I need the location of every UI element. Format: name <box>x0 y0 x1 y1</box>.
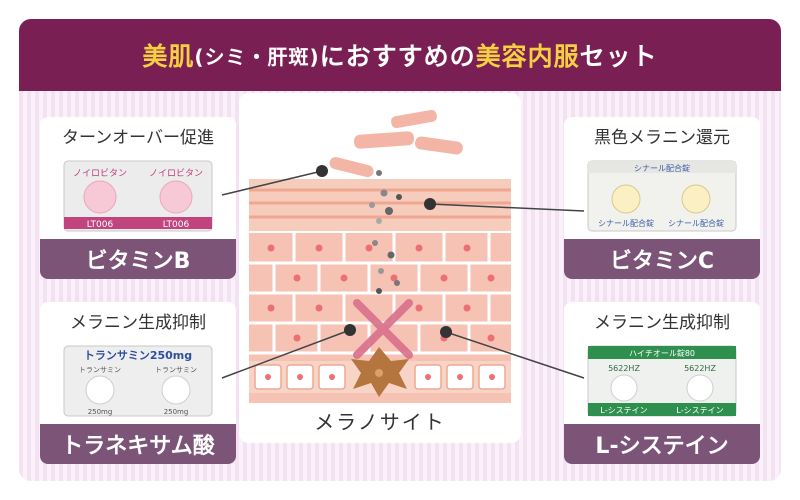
pill <box>611 184 641 214</box>
pill <box>681 184 711 214</box>
pack-brand-text: ノイロビタン <box>73 168 127 179</box>
pack-name-text: L-システイン <box>676 406 723 415</box>
pack-brand-text: シナール配合錠 <box>634 163 690 173</box>
pack-code-text: 5622HZ <box>608 364 640 373</box>
melanin-granules <box>369 170 402 294</box>
card-caption: 黒色メラニン還元 <box>594 128 730 148</box>
card-name: ビタミンC <box>564 239 760 279</box>
title-part-recommended: におすすめの <box>319 42 476 71</box>
pill-pack-image: トランサミン250mg トランサミン トランサミン 250mg 250mg <box>63 345 213 417</box>
card-name: トラネキサム酸 <box>40 424 236 464</box>
pill-pack-image: シナール配合錠 シナール配合錠 シナール配合錠 <box>587 160 737 232</box>
card-caption: メラニン生成抑制 <box>70 313 206 333</box>
pack-brand-text: ハイチオール錠80 <box>629 348 695 358</box>
pill <box>85 375 115 405</box>
pill <box>159 180 193 214</box>
title-part-beauty-skin: 美肌 <box>142 42 195 71</box>
skin-diagram-panel: メラノサイト <box>239 93 521 443</box>
pack-brand-text: ノイロビタン <box>149 168 203 179</box>
pack-brand-text: シナール配合錠 <box>598 218 654 228</box>
pill <box>161 375 191 405</box>
pack-sub-text: トランサミン <box>79 366 121 374</box>
skin-layers-illustration <box>249 109 511 403</box>
card-name: L-システイン <box>564 424 760 464</box>
card-caption: ターンオーバー促進 <box>62 128 214 148</box>
title-highlight: 美容内服 <box>475 42 580 71</box>
card-vitamin-b: ターンオーバー促進 ノイロビタン ノイロビタン LT006 LT006 ビタミン… <box>40 117 236 279</box>
title-paren: (シミ・肝斑) <box>194 44 320 69</box>
pack-name-text: L-システイン <box>600 406 647 415</box>
skin-flakes <box>329 109 463 178</box>
pack-code-text: LT006 <box>87 220 114 230</box>
card-l-cysteine: メラニン生成抑制 ハイチオール錠80 5622HZ 5622HZ L-システイン… <box>564 302 760 464</box>
pack-code-text: LT006 <box>163 220 190 230</box>
pack-dose-text: 250mg <box>88 408 113 416</box>
pill <box>686 374 714 402</box>
pack-code-text: 5622HZ <box>684 364 716 373</box>
pack-dose-text: 250mg <box>164 408 189 416</box>
pill-pack-image: ノイロビタン ノイロビタン LT006 LT006 <box>63 160 213 232</box>
melanocyte-label: メラノサイト <box>314 410 446 434</box>
pack-brand-text: シナール配合錠 <box>668 218 724 228</box>
title-part-set: セット <box>579 42 658 71</box>
page-title: 美肌(シミ・肝斑)におすすめの美容内服セット <box>19 19 781 91</box>
pack-brand-text: トランサミン250mg <box>84 349 192 362</box>
pill <box>83 180 117 214</box>
card-caption: メラニン生成抑制 <box>594 313 730 333</box>
pill <box>610 374 638 402</box>
card-tranexamic-acid: メラニン生成抑制 トランサミン250mg トランサミン トランサミン 250mg… <box>40 302 236 464</box>
pill-pack-image: ハイチオール錠80 5622HZ 5622HZ L-システイン L-システイン <box>587 345 737 417</box>
block-cross-mark <box>353 299 413 359</box>
card-vitamin-c: 黒色メラニン還元 シナール配合錠 シナール配合錠 シナール配合錠 ビタミンC <box>564 117 760 279</box>
card-name: ビタミンB <box>40 239 236 279</box>
pack-sub-text: トランサミン <box>155 366 197 374</box>
